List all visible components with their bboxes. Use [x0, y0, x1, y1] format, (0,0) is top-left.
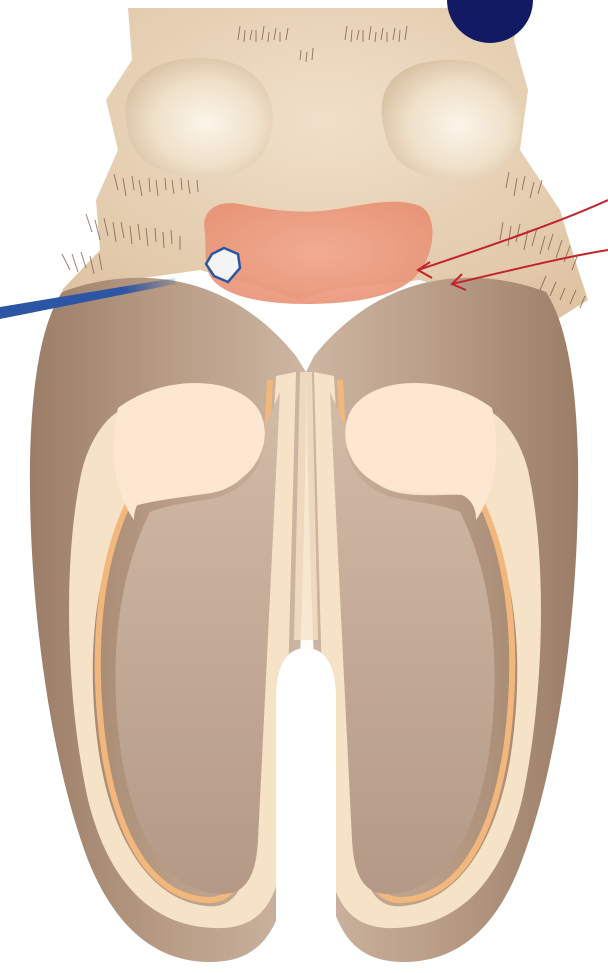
- claw-right: [306, 278, 578, 962]
- claw-left: [30, 278, 308, 962]
- heel-bulb-left: [125, 58, 272, 177]
- heel-bulb-right: [382, 60, 522, 180]
